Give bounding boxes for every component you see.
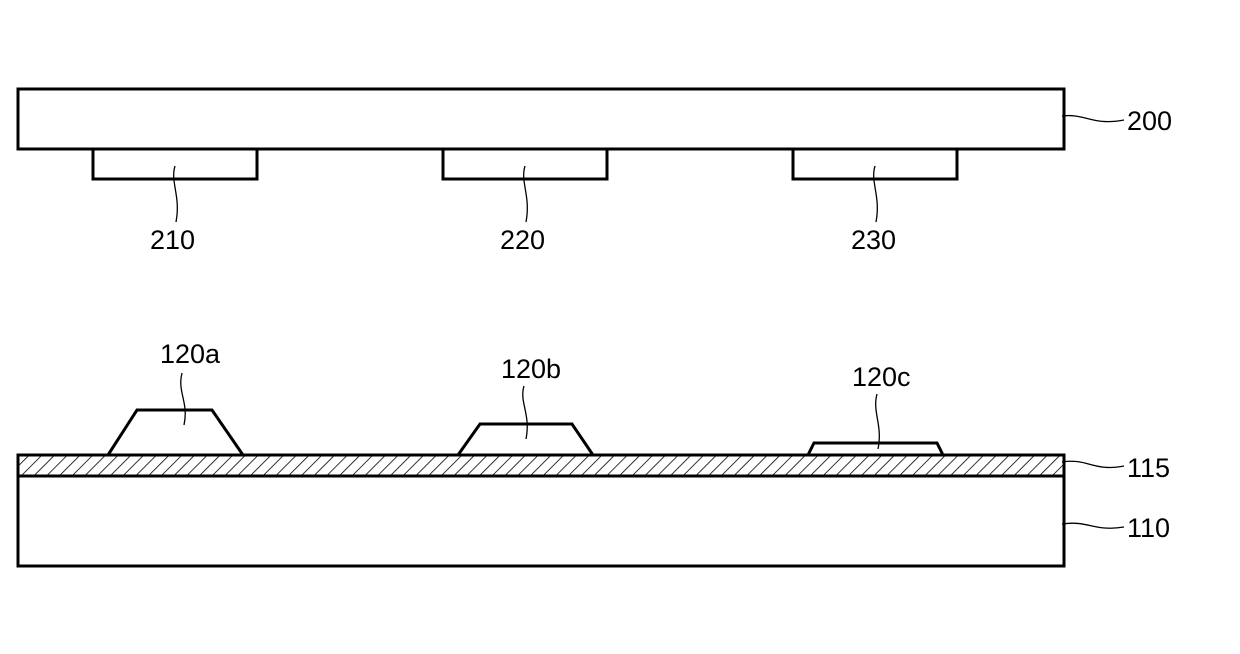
bump-120b	[458, 424, 593, 455]
bump-120c	[808, 443, 943, 455]
label-210: 210	[150, 225, 195, 255]
pad-210	[93, 149, 257, 179]
label-120b: 120b	[501, 354, 561, 384]
label-115: 115	[1127, 453, 1170, 483]
lower-substrate	[18, 476, 1064, 566]
label-120a: 120a	[160, 339, 221, 369]
label-200: 200	[1127, 106, 1172, 136]
leader-200	[1062, 116, 1124, 122]
hatched-layer	[18, 455, 1064, 476]
label-230: 230	[851, 225, 896, 255]
label-110: 110	[1127, 513, 1170, 543]
leader-115	[1062, 461, 1124, 467]
pad-220	[443, 149, 607, 179]
upper-substrate	[18, 89, 1064, 149]
label-220: 220	[500, 225, 545, 255]
leader-110	[1062, 523, 1124, 528]
bump-120a	[108, 410, 243, 455]
pad-230	[793, 149, 957, 179]
leader-120c	[876, 394, 880, 449]
label-120c: 120c	[852, 362, 911, 392]
